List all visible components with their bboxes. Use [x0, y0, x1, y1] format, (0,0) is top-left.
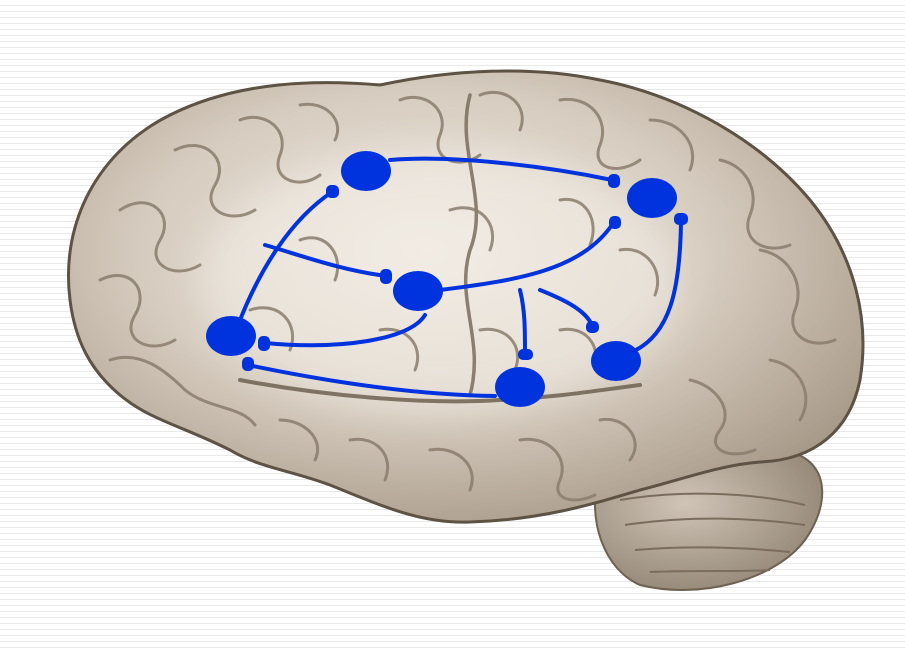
node-left [206, 316, 256, 356]
terminal-center-to-right [586, 321, 599, 333]
terminal-right-to-topright [674, 213, 688, 225]
node-center [393, 271, 443, 311]
node-right [591, 341, 641, 381]
network-nodes [206, 151, 677, 407]
connection-left-to-center [263, 243, 388, 278]
node-bottom [495, 367, 545, 407]
connection-center-to-left [263, 313, 427, 348]
node-top-right [627, 178, 677, 218]
connection-center-to-bottom [518, 288, 527, 355]
terminal-top-to-topright [608, 174, 620, 188]
node-top [341, 151, 391, 191]
terminal-left-to-top [326, 185, 339, 198]
terminal-bottom-to-left [242, 357, 254, 371]
network-connections [238, 156, 683, 398]
connection-center-to-topright [438, 223, 614, 292]
terminal-center-to-left [258, 336, 270, 351]
terminal-left-to-center [380, 269, 392, 284]
connection-right-to-topright [630, 220, 683, 354]
connection-bottom-to-left [246, 363, 497, 398]
connection-center-to-right [538, 288, 594, 327]
network-terminals [242, 174, 688, 371]
terminal-center-to-bottom [518, 349, 533, 360]
connection-top-to-topright [388, 156, 614, 182]
terminal-center-to-topright [609, 216, 621, 229]
